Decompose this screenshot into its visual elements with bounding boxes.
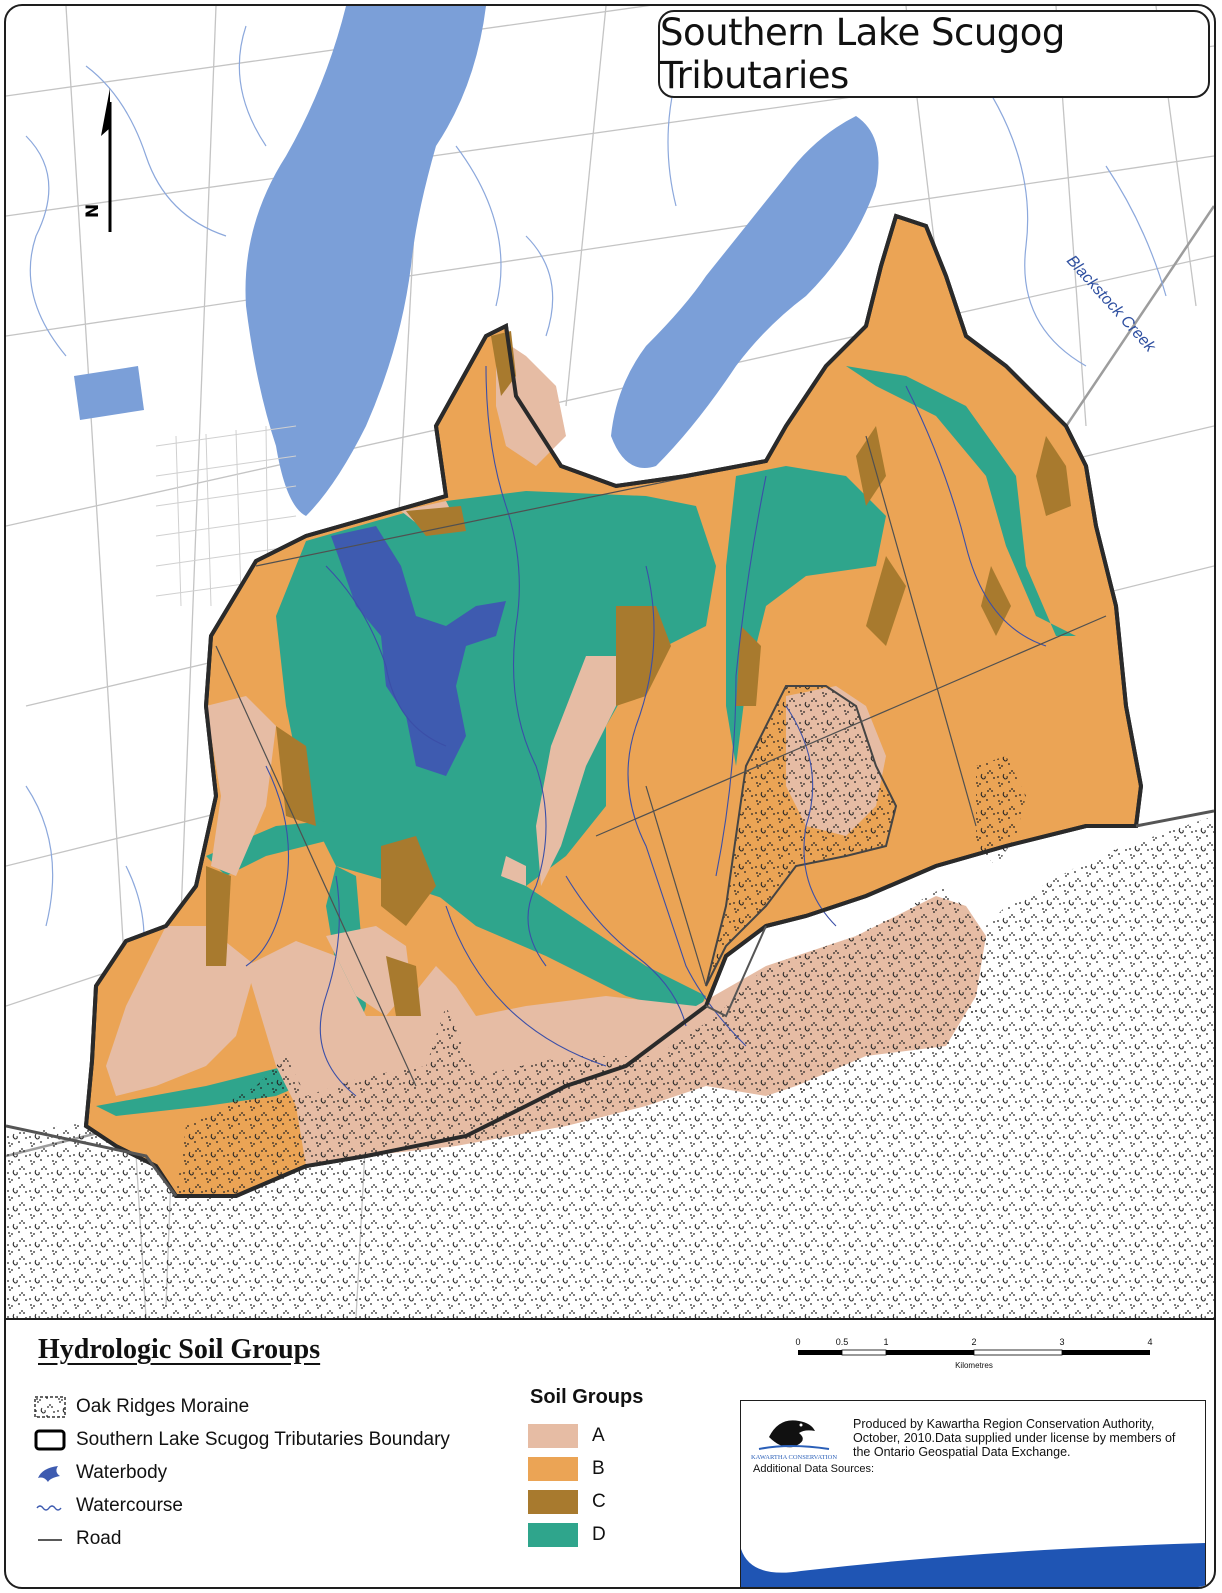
legend-item-boundary: Southern Lake Scugog Tributaries Boundar…	[34, 1423, 450, 1456]
kawartha-logo: KAWARTHA CONSERVATION	[751, 1420, 837, 1461]
background-streams	[25, 25, 1167, 987]
legend-item-road: Road	[34, 1522, 450, 1555]
credits-box: KAWARTHA CONSERVATION Produced by Kawart…	[740, 1400, 1206, 1587]
soil-swatch-d	[528, 1522, 578, 1547]
legend-item-waterbody: Waterbody	[34, 1456, 450, 1489]
scale-tick: 3	[1059, 1337, 1064, 1347]
legend-item-moraine: Oak Ridges Moraine	[34, 1390, 450, 1423]
map-canvas[interactable]: N Blackstock Creek Southern Lake Scugog …	[6, 6, 1214, 1320]
legend-item-watercourse: Watercourse	[34, 1489, 450, 1522]
soil-swatch-b	[528, 1456, 578, 1481]
soil-group-d: D	[528, 1518, 606, 1551]
scale-tick: 0	[795, 1337, 800, 1347]
soil-group-a: A	[528, 1419, 606, 1452]
legend-label: Watercourse	[76, 1494, 183, 1516]
soil-swatch-c	[528, 1489, 578, 1514]
lakes	[74, 6, 879, 516]
legend-label: Road	[76, 1527, 122, 1549]
soil-label: D	[592, 1523, 606, 1545]
moraine-pattern-icon	[34, 1394, 76, 1420]
map-title: Southern Lake Scugog Tributaries	[658, 10, 1210, 98]
soil-label: C	[592, 1490, 606, 1512]
map-frame: N Blackstock Creek Southern Lake Scugog …	[4, 4, 1216, 1589]
watershed-boundary	[83, 213, 1144, 1198]
legend-heading: Hydrologic Soil Groups	[38, 1334, 321, 1365]
legend-label: Waterbody	[76, 1461, 168, 1483]
map-svg[interactable]: N Blackstock Creek	[6, 6, 1214, 1318]
legend-label: Oak Ridges Moraine	[76, 1395, 250, 1417]
soil-groups-title: Soil Groups	[530, 1386, 644, 1408]
soil-groups-list: A B C D	[528, 1419, 606, 1551]
watershed	[83, 213, 1144, 1198]
soil-label: B	[592, 1457, 605, 1479]
soil-group-b: B	[528, 1452, 606, 1485]
road-line-icon	[34, 1526, 76, 1552]
scale-tick: 4	[1147, 1337, 1152, 1347]
soil-label: A	[592, 1424, 605, 1446]
scale-tick: 1	[883, 1337, 888, 1347]
boundary-box-icon	[34, 1427, 76, 1453]
scale-unit: Kilometres	[955, 1361, 993, 1370]
legend-list: Oak Ridges Moraine Southern Lake Scugog …	[34, 1390, 450, 1555]
waterbody-dark	[331, 526, 506, 776]
soil-swatch-a	[528, 1423, 578, 1448]
soil-group-c: C	[528, 1485, 606, 1518]
scale-bar: 0 0.5 1 2 3 4 Kilometres	[795, 1337, 1152, 1370]
scale-tick: 2	[971, 1337, 976, 1347]
credit-text: Produced by Kawartha Region Conservation…	[853, 1417, 1176, 1459]
waterbody-icon	[34, 1460, 76, 1486]
watercourses	[245, 365, 1047, 1097]
north-label: N	[83, 204, 103, 218]
north-arrow: N	[83, 88, 112, 232]
scale-tick: 0.5	[836, 1337, 849, 1347]
wave-decoration	[741, 1543, 1205, 1587]
legend-label: Southern Lake Scugog Tributaries Boundar…	[76, 1428, 450, 1450]
town-grid	[155, 425, 297, 607]
logo-text: KAWARTHA CONSERVATION	[751, 1454, 837, 1461]
additional-sources: Additional Data Sources:	[753, 1463, 875, 1475]
watercourse-icon	[34, 1493, 76, 1519]
